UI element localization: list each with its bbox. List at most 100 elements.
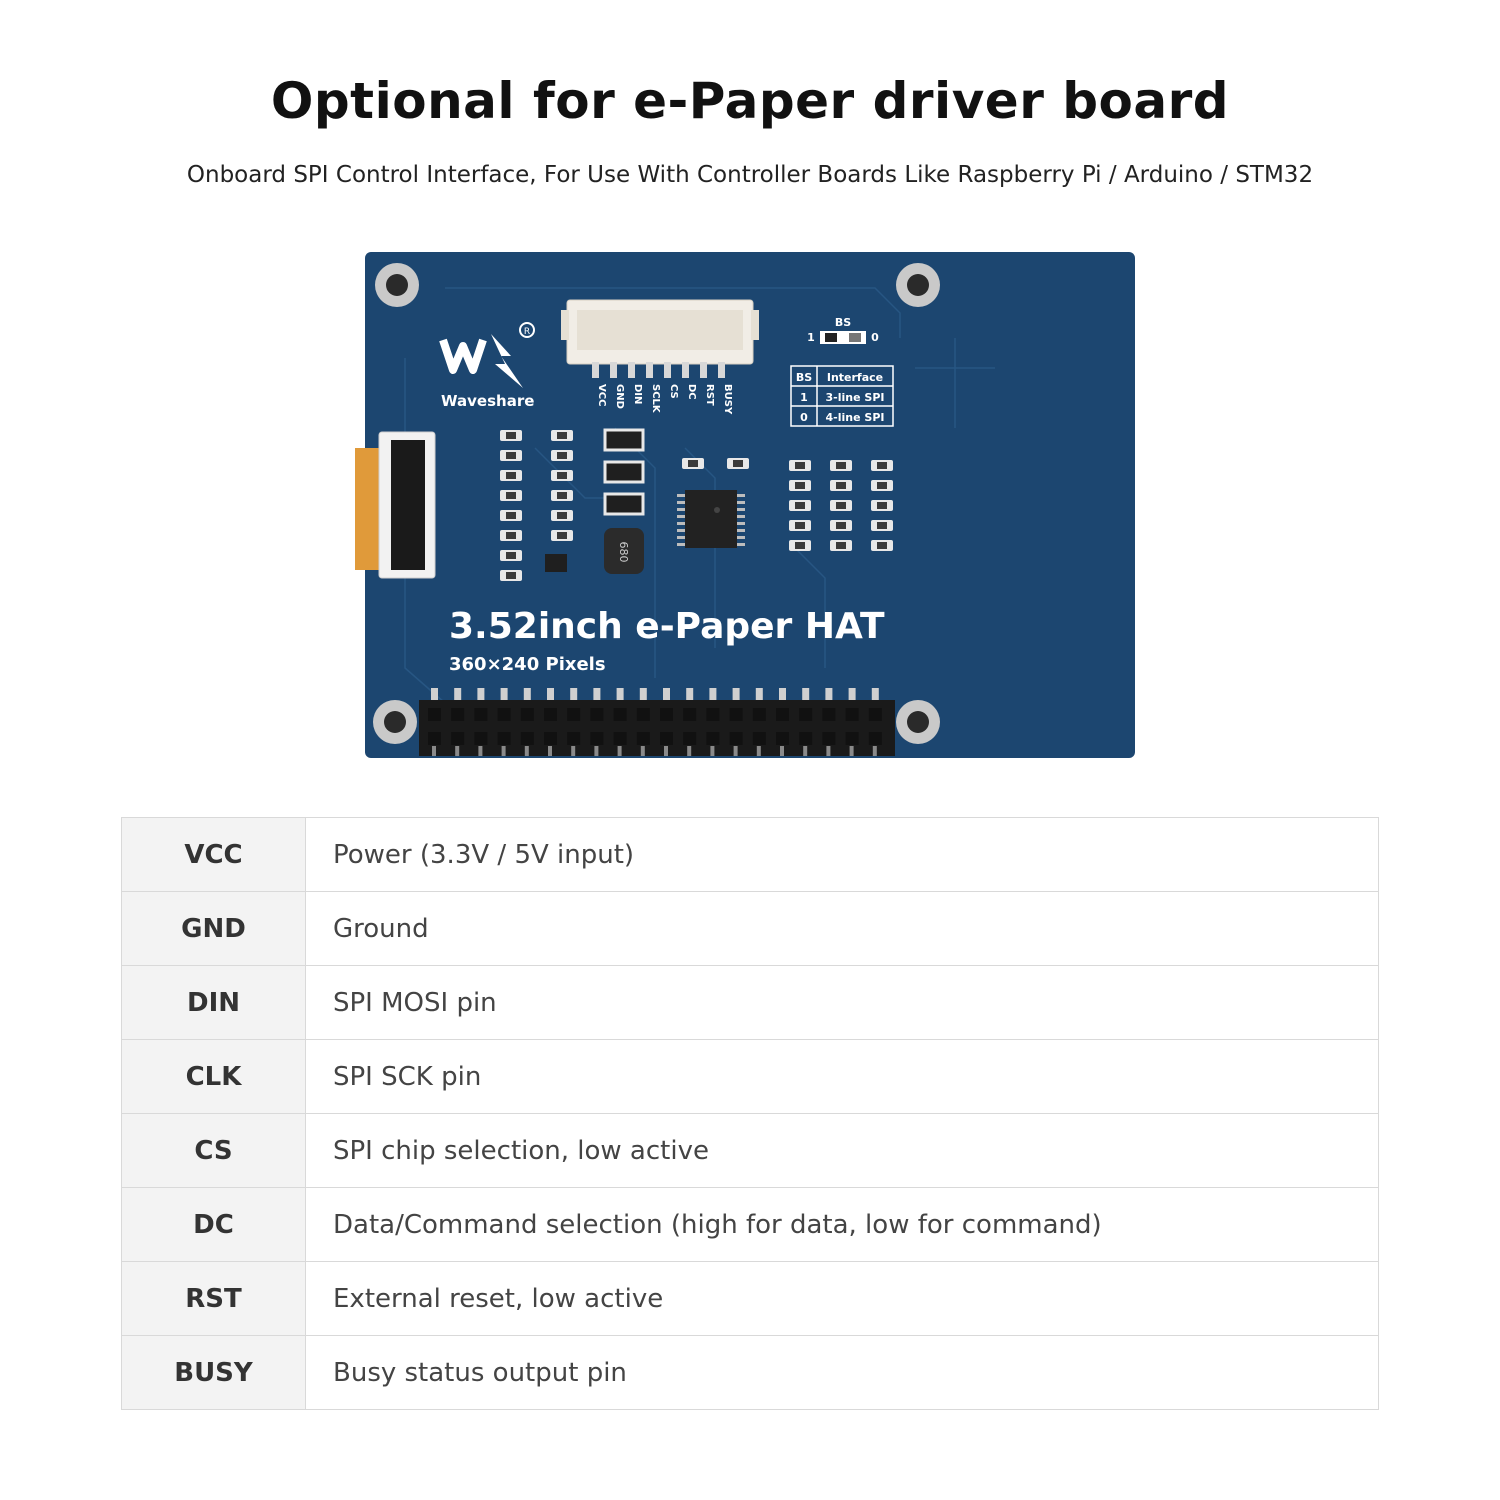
connector-pin-row <box>592 362 725 378</box>
header-pin-tip <box>871 688 879 700</box>
ic-leg <box>737 501 745 504</box>
ic-leg <box>737 515 745 518</box>
header-pin-tip <box>732 688 740 700</box>
pin-description-table: VCC Power (3.3V / 5V input) GND Ground D… <box>121 817 1379 1410</box>
smd-diode <box>545 554 567 572</box>
header-pin-hole <box>497 732 511 745</box>
header-pin-leg <box>524 746 529 756</box>
header-pin-leg <box>664 746 668 756</box>
smd-resistor-body <box>877 482 887 489</box>
table-row: DIN SPI MOSI pin <box>121 965 1379 1040</box>
header-pin-leg <box>780 746 784 756</box>
header-pin-leg <box>478 746 483 756</box>
page-subtitle: Onboard SPI Control Interface, For Use W… <box>186 162 1314 188</box>
smd-resistor-body <box>557 472 567 479</box>
header-pin-leg <box>617 746 622 756</box>
connector-pin-label: SCLK <box>650 384 661 414</box>
header-pin-tip <box>500 688 508 700</box>
smd-resistor-body <box>836 482 846 489</box>
bs-switch-left-label: 1 <box>807 331 815 344</box>
smd-resistor-body <box>506 472 516 479</box>
smd-resistor-body <box>836 502 846 509</box>
header-pin-hole <box>520 708 534 721</box>
header-pin-tip <box>523 688 531 700</box>
bs-switch-label: BS <box>835 316 851 329</box>
bs-switch-right-label: 0 <box>871 331 879 344</box>
connector-pin-label: VCC <box>596 384 607 406</box>
ic-leg <box>677 515 685 518</box>
header-pin-hole <box>799 732 813 745</box>
header-pin-hole <box>752 732 766 745</box>
inductor-marking: 680 <box>617 542 630 563</box>
smd-resistor-body <box>877 542 887 549</box>
header-pin-leg <box>803 746 808 756</box>
waveshare-logo-icon: R <box>439 322 535 388</box>
header-pin-hole <box>636 732 650 745</box>
header-pin-tip <box>477 688 485 700</box>
pin-name: DIN <box>121 965 306 1040</box>
smd-resistor-body <box>688 460 698 467</box>
smd-resistor-body <box>557 532 567 539</box>
smd-transistor <box>603 460 645 484</box>
smd-resistor-body <box>795 502 805 509</box>
header-pin-tip <box>663 688 670 700</box>
header-pin-tip <box>593 688 601 700</box>
header-pin-hole <box>428 732 441 745</box>
header-pin-hole <box>729 732 743 745</box>
mounting-hole-bottom-left <box>373 700 417 744</box>
bs-interface-table <box>790 365 894 427</box>
header-pin-leg <box>687 746 692 756</box>
pin-description: SPI SCK pin <box>305 1039 1379 1114</box>
connector-pin <box>592 362 599 378</box>
table-row: CLK SPI SCK pin <box>121 1039 1379 1114</box>
smd-resistor-body <box>506 572 516 579</box>
bs-table-row2-bs: 0 <box>800 411 808 424</box>
smd-resistor-body <box>506 552 516 559</box>
header-pin-hole <box>683 708 697 721</box>
smd-resistor-body <box>557 432 567 439</box>
header-pin-leg <box>710 746 715 756</box>
header-pin-hole <box>822 708 836 721</box>
smd-resistor-body <box>557 512 567 519</box>
fpc-connector <box>355 431 436 579</box>
smd-resistor-body <box>877 522 887 529</box>
smd-resistor-body <box>795 462 805 469</box>
ic-leg <box>737 522 745 525</box>
header-pin-tip <box>686 688 694 700</box>
bs-table-header-bs: BS <box>796 371 812 384</box>
ic-leg <box>677 508 685 511</box>
pin-description: Busy status output pin <box>305 1335 1379 1410</box>
gpio-header-pins <box>428 688 882 756</box>
ic-leg <box>677 536 685 539</box>
header-pin-leg <box>640 746 645 756</box>
inductor: 680 <box>604 528 644 574</box>
header-pin-hole <box>706 708 720 721</box>
driver-ic-legs <box>677 494 745 546</box>
table-row: DC Data/Command selection (high for data… <box>121 1187 1379 1262</box>
ic-leg <box>737 529 745 532</box>
header-pin-hole <box>451 708 465 721</box>
header-pin-hole <box>590 708 604 721</box>
pin-name: VCC <box>121 817 306 892</box>
connector-pin <box>646 362 653 378</box>
header-pin-tip <box>848 688 856 700</box>
header-pin-hole <box>868 708 882 721</box>
smd-resistor-body <box>506 452 516 459</box>
pin-name: DC <box>121 1187 306 1262</box>
ic-leg <box>737 543 745 546</box>
header-pin-hole <box>822 732 836 745</box>
header-pin-leg <box>826 746 831 756</box>
ic-leg <box>737 494 745 497</box>
svg-text:R: R <box>524 327 530 337</box>
connector-pin-label: DC <box>686 384 697 400</box>
ic-leg <box>677 522 685 525</box>
mounting-hole-top-left <box>375 263 419 307</box>
smd-resistor-body <box>836 522 846 529</box>
pin-description: External reset, low active <box>305 1261 1379 1336</box>
brand-label: Waveshare <box>441 392 534 410</box>
connector-pin-label: GND <box>614 384 625 409</box>
header-pin-hole <box>520 732 534 745</box>
header-pin-hole <box>636 708 650 721</box>
ic-leg <box>677 494 685 497</box>
board-resolution: 360×240 Pixels <box>449 654 606 675</box>
